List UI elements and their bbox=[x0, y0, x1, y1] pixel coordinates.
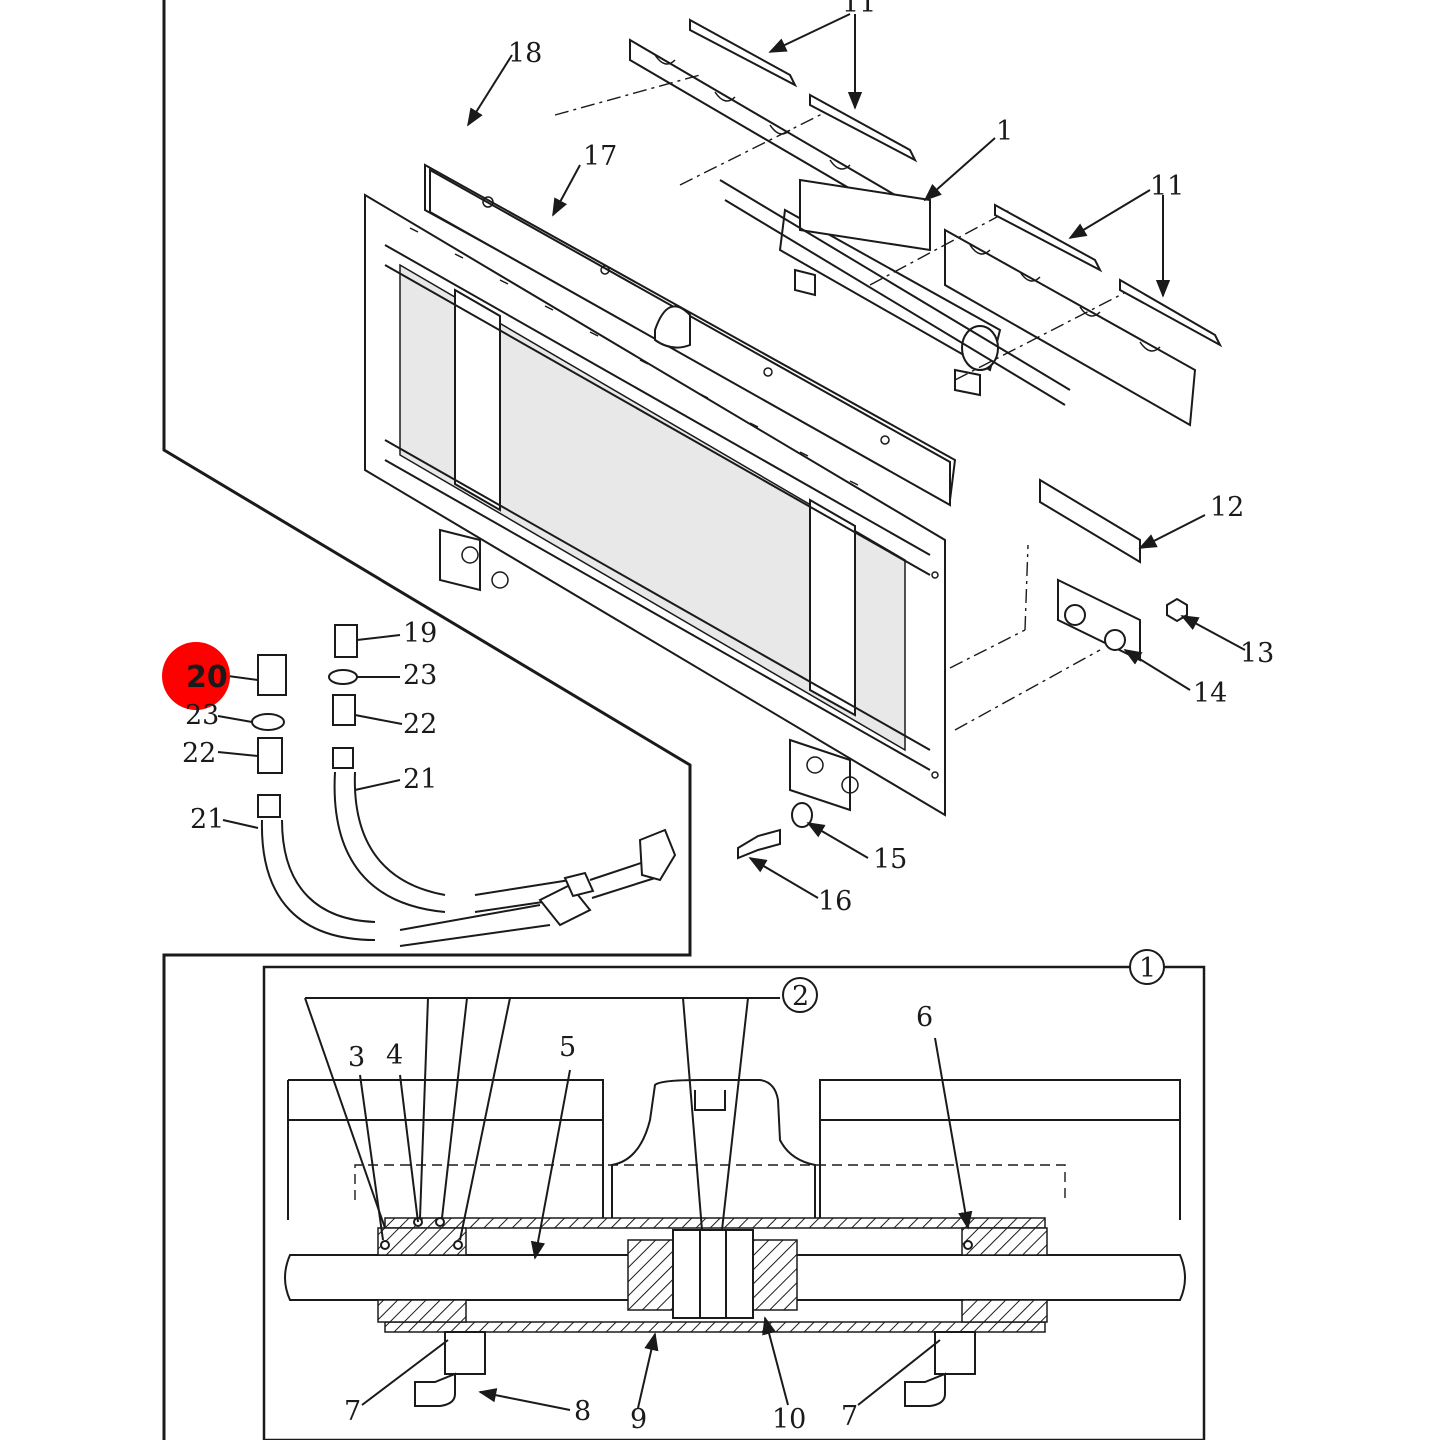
circled-callout-1: 1 bbox=[1139, 953, 1156, 984]
callout-8: 8 bbox=[574, 1396, 591, 1427]
callout-7-left: 7 bbox=[344, 1396, 361, 1427]
callout-19: 19 bbox=[403, 618, 437, 649]
callout-7-right: 7 bbox=[841, 1401, 858, 1432]
callout-23-left: 23 bbox=[185, 700, 219, 731]
fitting-callout-labels: 19 23 22 21 23 22 21 bbox=[182, 618, 437, 835]
callout-16: 16 bbox=[818, 886, 852, 917]
cylinder-section bbox=[284, 1079, 1186, 1407]
callout-3: 3 bbox=[348, 1042, 365, 1073]
circled-callout-2-ring bbox=[782, 977, 818, 1013]
callout-13: 13 bbox=[1240, 638, 1274, 669]
callout-21-left: 21 bbox=[190, 804, 224, 835]
callout-1: 1 bbox=[996, 116, 1013, 147]
callout-23-right: 23 bbox=[403, 660, 437, 691]
callout-21-right: 21 bbox=[403, 764, 437, 795]
wear-pads bbox=[689, 18, 1223, 348]
highlight-marker: 20 bbox=[162, 642, 230, 710]
upper-callout-labels: 11 18 17 1 11 12 13 14 15 16 bbox=[508, 0, 1274, 917]
circled-callout-1-ring bbox=[1129, 949, 1165, 985]
callout-18: 18 bbox=[508, 38, 542, 69]
callout-22-right: 22 bbox=[403, 709, 437, 740]
highlight-dot bbox=[162, 642, 230, 710]
callout-9: 9 bbox=[630, 1404, 647, 1435]
highlight-label: 20 bbox=[186, 660, 228, 695]
side-shifter-assembly bbox=[554, 38, 1197, 427]
callout-11-top: 11 bbox=[842, 0, 876, 19]
fork-carriage bbox=[364, 163, 957, 817]
callout-5: 5 bbox=[559, 1032, 576, 1063]
leader-lines bbox=[217, 13, 1246, 1411]
callout-11-right: 11 bbox=[1150, 171, 1184, 202]
callout-17: 17 bbox=[583, 141, 617, 172]
callout-15: 15 bbox=[873, 844, 907, 875]
callout-14: 14 bbox=[1193, 678, 1227, 709]
small-parts bbox=[737, 478, 1188, 860]
callout-22-left: 22 bbox=[182, 738, 216, 769]
callout-4: 4 bbox=[386, 1040, 403, 1071]
detail-callout-labels: 3 4 5 6 7 8 9 10 7 bbox=[344, 1002, 933, 1435]
callout-6: 6 bbox=[916, 1002, 933, 1033]
circled-callout-2: 2 bbox=[792, 981, 809, 1012]
circled-callouts: 1 2 bbox=[782, 949, 1165, 1013]
callout-12: 12 bbox=[1210, 492, 1244, 523]
callout-10: 10 bbox=[772, 1404, 806, 1435]
hose-fittings bbox=[251, 624, 677, 947]
